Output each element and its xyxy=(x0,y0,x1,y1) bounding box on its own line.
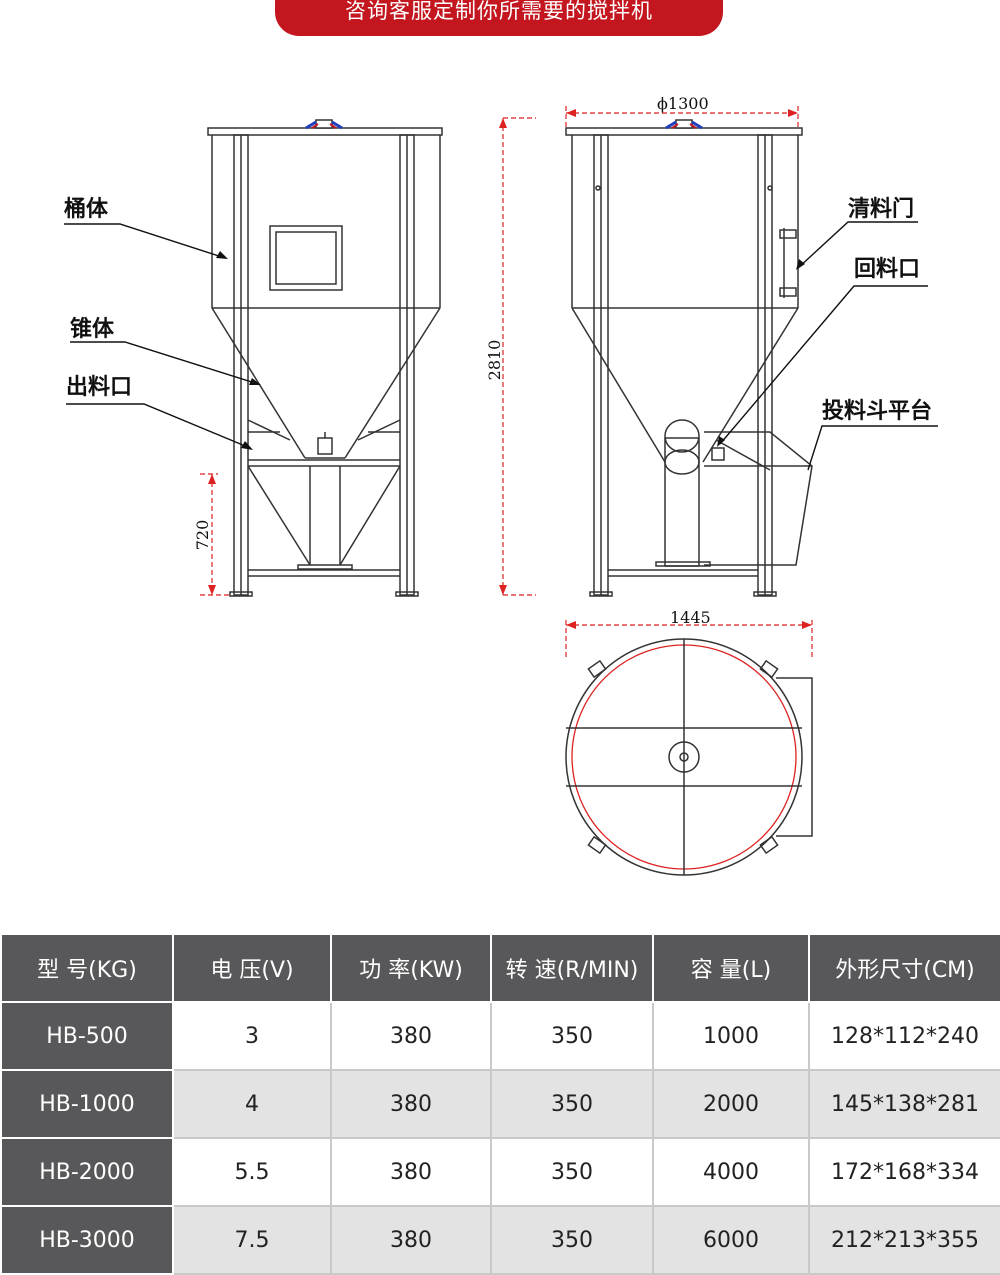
cell-power: 380 xyxy=(330,1069,492,1139)
cell-speed: 350 xyxy=(490,1205,654,1275)
header-speed: 转 速(R/MIN) xyxy=(490,935,654,1003)
cell-speed: 350 xyxy=(490,1069,654,1139)
banner-text: 咨询客服定制你所需要的搅拌机 xyxy=(345,0,653,23)
table-row: HB-1000 4 380 350 2000 145*138*281 xyxy=(0,1069,1000,1139)
header-model: 型 号(KG) xyxy=(0,935,174,1003)
cell-power: 380 xyxy=(330,1137,492,1207)
header-voltage: 电 压(V) xyxy=(172,935,332,1003)
label-clean-door: 清料门 xyxy=(848,196,914,222)
label-hopper-platform: 投料斗平台 xyxy=(822,398,932,424)
cell-dimensions: 212*213*355 xyxy=(808,1205,1000,1275)
cell-voltage: 3 xyxy=(172,1001,332,1071)
spec-table: 型 号(KG) 电 压(V) 功 率(KW) 转 速(R/MIN) 容 量(L)… xyxy=(0,935,1000,1275)
cell-model: HB-1000 xyxy=(0,1069,174,1139)
label-barrel: 桶体 xyxy=(64,196,109,222)
side-view xyxy=(565,119,813,597)
cell-dimensions: 172*168*334 xyxy=(808,1137,1000,1207)
cell-dimensions: 145*138*281 xyxy=(808,1069,1000,1139)
dimension-lines xyxy=(200,106,813,660)
dim-height-total: 2810 xyxy=(485,340,504,381)
header-capacity: 容 量(L) xyxy=(652,935,810,1003)
plan-view xyxy=(565,638,813,876)
cell-power: 380 xyxy=(330,1001,492,1071)
cell-capacity: 1000 xyxy=(652,1001,810,1071)
dim-height-leg: 720 xyxy=(193,520,212,551)
dim-width-plan: 1445 xyxy=(670,608,711,627)
banner: 咨询客服定制你所需要的搅拌机 xyxy=(275,0,723,36)
cell-capacity: 6000 xyxy=(652,1205,810,1275)
table-row: HB-3000 7.5 380 350 6000 212*213*355 xyxy=(0,1205,1000,1275)
header-dimensions: 外形尺寸(CM) xyxy=(808,935,1000,1003)
cell-speed: 350 xyxy=(490,1137,654,1207)
cell-capacity: 2000 xyxy=(652,1069,810,1139)
table-row: HB-2000 5.5 380 350 4000 172*168*334 xyxy=(0,1137,1000,1207)
dim-diameter: ϕ1300 xyxy=(657,94,709,113)
cell-dimensions: 128*112*240 xyxy=(808,1001,1000,1071)
technical-drawing: 桶体 锥体 出料口 清料门 回料口 投料斗平台 ϕ1300 2810 720 1… xyxy=(64,94,938,876)
label-cone: 锥体 xyxy=(70,316,115,342)
cell-speed: 350 xyxy=(490,1001,654,1071)
cell-voltage: 4 xyxy=(172,1069,332,1139)
table-row: HB-500 3 380 350 1000 128*112*240 xyxy=(0,1001,1000,1071)
cell-voltage: 7.5 xyxy=(172,1205,332,1275)
cell-power: 380 xyxy=(330,1205,492,1275)
cell-model: HB-500 xyxy=(0,1001,174,1071)
label-return-port: 回料口 xyxy=(854,256,920,282)
front-view xyxy=(207,119,443,597)
cell-capacity: 4000 xyxy=(652,1137,810,1207)
label-outlet: 出料口 xyxy=(66,374,132,400)
leader-lines xyxy=(64,221,938,471)
cell-voltage: 5.5 xyxy=(172,1137,332,1207)
header-power: 功 率(KW) xyxy=(330,935,492,1003)
cell-model: HB-3000 xyxy=(0,1205,174,1275)
cell-model: HB-2000 xyxy=(0,1137,174,1207)
table-header-row: 型 号(KG) 电 压(V) 功 率(KW) 转 速(R/MIN) 容 量(L)… xyxy=(0,935,1000,1003)
